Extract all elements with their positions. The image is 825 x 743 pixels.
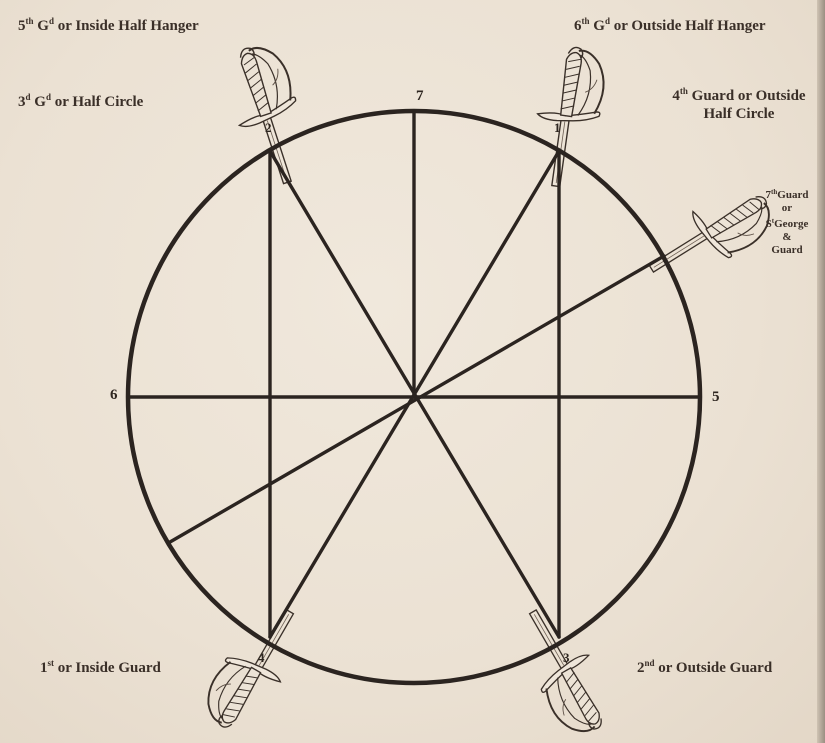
hilt-number-4: 4 <box>258 650 265 666</box>
hilt-number-2: 2 <box>265 120 272 136</box>
point-number-5: 5 <box>712 389 720 406</box>
label-5th-guard: 5th Gd or Inside Half Hanger <box>18 12 199 35</box>
sword-guard-3 <box>505 599 622 743</box>
label-7th-guard: 7thGuard or StGeorge & Guard <box>756 186 818 257</box>
sword-guard-1 <box>528 43 608 190</box>
sword-guard-4 <box>196 596 313 741</box>
label-4th-guard: 4th Guard or Outside Half Circle <box>660 82 818 123</box>
page-edge-shadow <box>817 0 825 743</box>
label-6th-guard: 6th Gd or Outside Half Hanger <box>574 12 766 35</box>
label-2nd-guard: 2nd or Outside Guard <box>637 654 772 677</box>
label-1st-guard: 1st or Inside Guard <box>40 654 161 677</box>
hilt-number-1: 1 <box>554 120 561 136</box>
hilt-number-3: 3 <box>563 650 570 666</box>
label-3rd-guard: 3d Gd or Half Circle <box>18 88 143 111</box>
point-number-7: 7 <box>416 88 424 105</box>
point-number-6: 6 <box>110 387 118 404</box>
